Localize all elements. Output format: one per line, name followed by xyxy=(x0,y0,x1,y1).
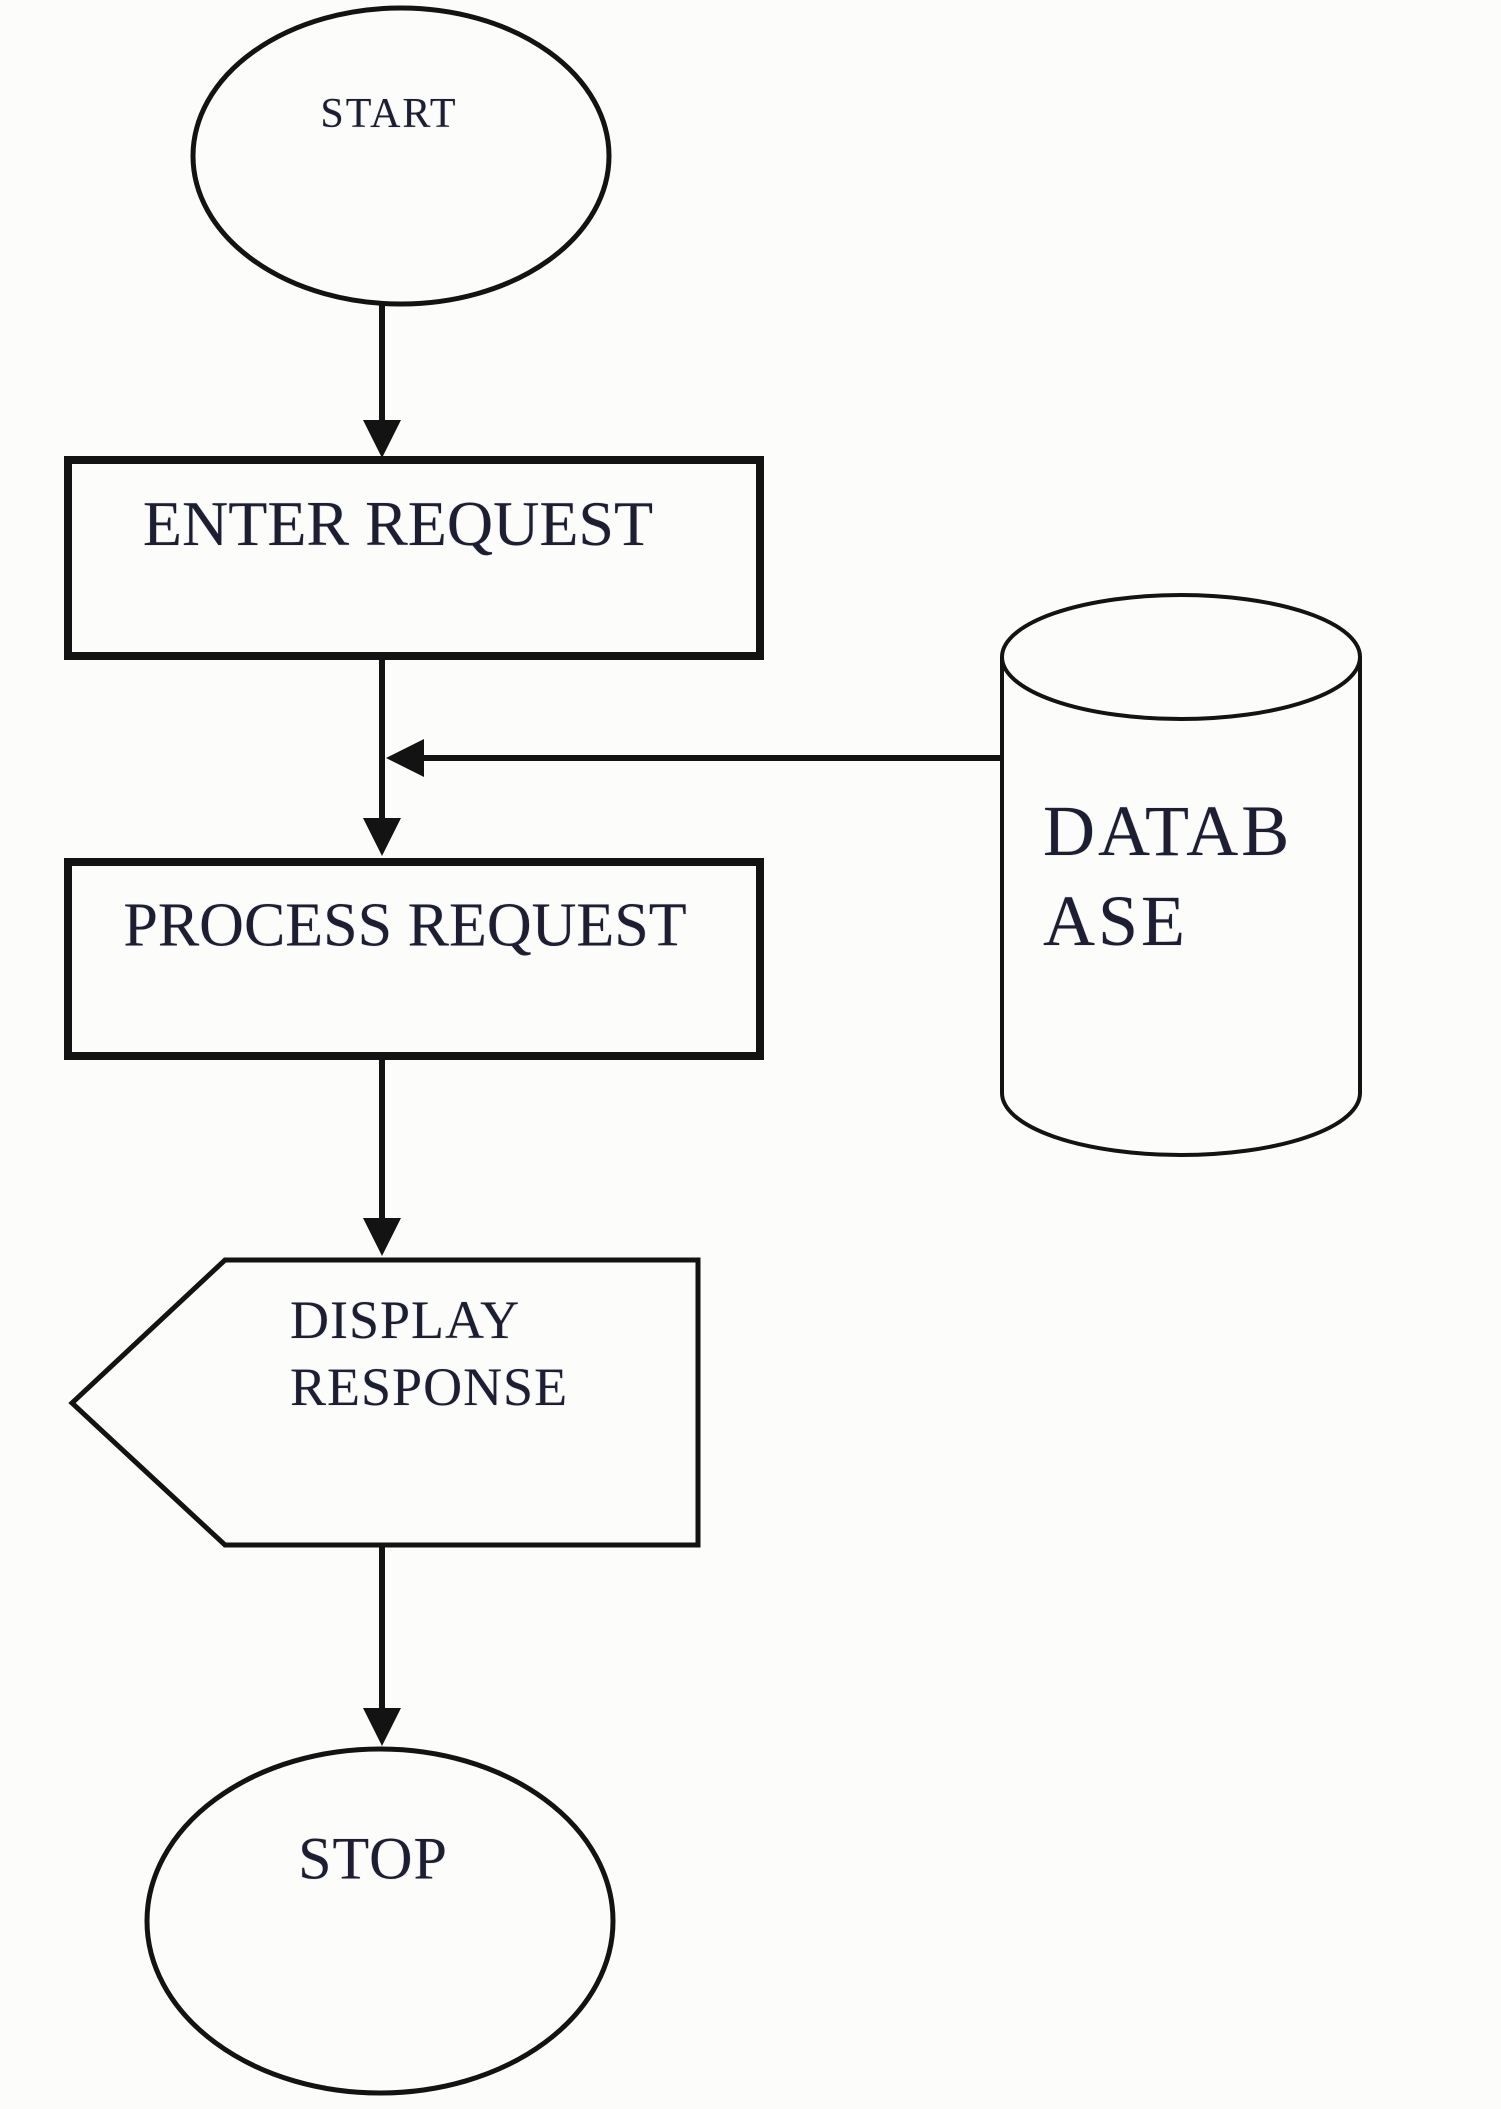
display-response-label-line2: RESPONSE xyxy=(290,1357,569,1417)
display-response-shape xyxy=(68,1257,701,1548)
process-request-box xyxy=(64,858,764,1060)
start-ellipse xyxy=(190,5,612,307)
arrowhead-down-icon xyxy=(363,1708,401,1746)
enter-request-label: ENTER REQUEST xyxy=(142,488,654,559)
display-response-label: DISPLAY RESPONSE xyxy=(290,1287,568,1421)
arrow-enter-to-process xyxy=(363,660,401,856)
arrowhead-down-icon xyxy=(363,1218,401,1256)
arrow-start-to-enter xyxy=(363,302,401,458)
database-label: DATAB ASE xyxy=(1043,786,1292,966)
stop-ellipse xyxy=(144,1746,616,2096)
stop-label: STOP xyxy=(298,1825,448,1892)
cylinder-body xyxy=(1000,657,1362,1157)
arrow-display-to-stop xyxy=(363,1545,401,1746)
start-label: START xyxy=(320,91,458,137)
enter-request-box xyxy=(64,456,764,660)
database-label-line2: ASE xyxy=(1043,881,1189,961)
cylinder-top xyxy=(1000,593,1362,721)
database-cylinder xyxy=(1000,593,1362,1157)
arrowhead-left-icon xyxy=(386,739,424,777)
database-label-line1: DATAB xyxy=(1043,791,1293,871)
display-response-label-line1: DISPLAY xyxy=(290,1290,521,1350)
arrowhead-down-icon xyxy=(363,818,401,856)
arrow-process-to-display xyxy=(363,1060,401,1256)
process-request-label: PROCESS REQUEST xyxy=(123,891,687,960)
arrowhead-down-icon xyxy=(363,420,401,458)
arrow-database-to-flow xyxy=(386,739,1002,777)
